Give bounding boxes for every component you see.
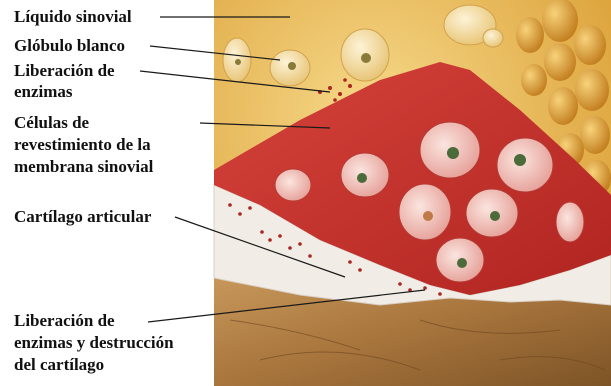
label-lining-cells-line1: Células de [14, 112, 89, 133]
label-lining-cells-line2: revestimiento de la [14, 134, 151, 155]
label-cartilage-destruction-line2: enzimas y destrucción [14, 332, 174, 353]
label-cartilage-destruction-line1: Liberación de [14, 310, 115, 331]
label-cartilage-destruction-line3: del cartílago [14, 354, 104, 375]
label-enzyme-release-line2: enzimas [14, 81, 73, 102]
label-enzyme-release-line1: Liberación de [14, 60, 115, 81]
label-articular-cartilage: Cartílago articular [14, 206, 151, 227]
label-white-blood-cell: Glóbulo blanco [14, 35, 125, 56]
label-synovial-fluid: Líquido sinovial [14, 6, 132, 27]
label-lining-cells-line3: membrana sinovial [14, 156, 153, 177]
